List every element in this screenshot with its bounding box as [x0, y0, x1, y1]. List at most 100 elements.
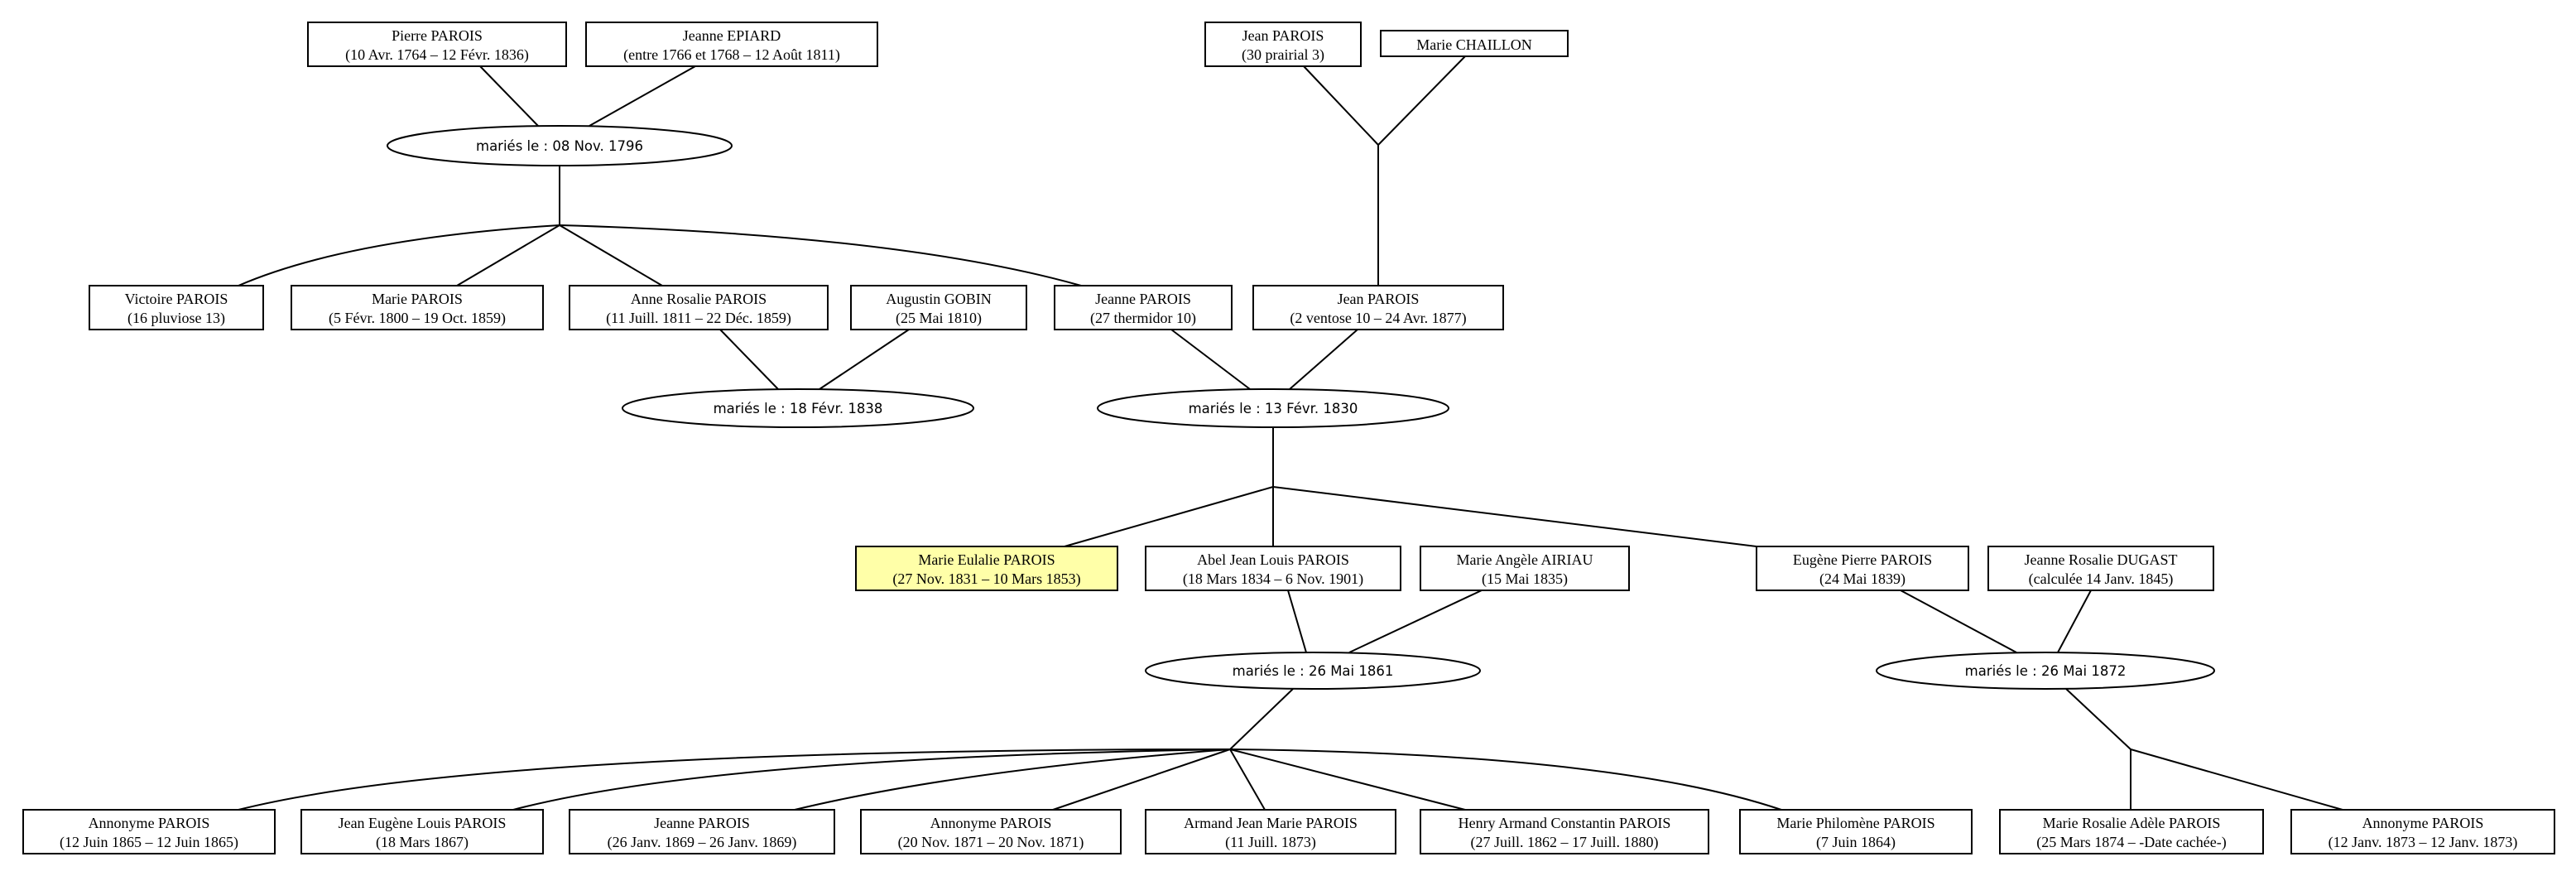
person-dates: (calculée 14 Janv. 1845): [2029, 570, 2174, 588]
edge: [2057, 590, 2092, 653]
person-name: Jean PAROIS: [1338, 291, 1420, 307]
person-card-jeanne-epiard: Jeanne EPIARD (entre 1766 et 1768 – 12 A…: [585, 22, 878, 67]
person-card-victoire-parois: Victoire PAROIS (16 pluviose 13): [89, 285, 264, 330]
person-dates: (30 prairial 3): [1242, 46, 1324, 64]
marriage-label: mariés le : 26 Mai 1861: [1233, 663, 1394, 679]
edge: [559, 224, 1082, 286]
person-name: Jean PAROIS: [1242, 27, 1324, 44]
person-card-augustin-gobin: Augustin GOBIN (25 Mai 1810): [850, 285, 1027, 330]
person-card-jeanne-parois: Jeanne PAROIS (27 thermidor 10): [1054, 285, 1233, 330]
person-name: Marie Eulalie PAROIS: [918, 551, 1055, 568]
marriage-label: mariés le : 18 Févr. 1838: [714, 401, 883, 416]
edge: [2130, 748, 2343, 811]
edge: [1229, 748, 1782, 811]
person-name: Jeanne EPIARD: [683, 27, 781, 44]
edge: [1289, 329, 1358, 390]
edge: [1229, 748, 1266, 811]
person-dates: (18 Mars 1867): [376, 834, 469, 851]
edge: [1064, 486, 1274, 547]
edge: [238, 224, 560, 286]
person-dates: (5 Févr. 1800 – 19 Oct. 1859): [329, 310, 506, 327]
person-name: Marie Rosalie Adèle PAROIS: [2043, 815, 2221, 831]
person-card-marie-philomene-parois: Marie Philomène PAROIS (7 Juin 1864): [1739, 809, 1973, 854]
edge: [1303, 65, 1379, 146]
person-name: Annonyme PAROIS: [930, 815, 1052, 831]
person-card-armand-jean-marie-parois: Armand Jean Marie PAROIS (11 Juill. 1873…: [1145, 809, 1396, 854]
person-card-henry-armand-constantin-parois: Henry Armand Constantin PAROIS (27 Juill…: [1420, 809, 1709, 854]
edge: [559, 224, 663, 286]
person-card-eugene-pierre-parois: Eugène Pierre PAROIS (24 Mai 1839): [1756, 546, 1969, 591]
edge: [238, 748, 1231, 811]
person-card-marie-eulalie-parois: Marie Eulalie PAROIS (27 Nov. 1831 – 10 …: [855, 546, 1118, 591]
edge: [1377, 55, 1466, 146]
marriage-node-1872: mariés le : 26 Mai 1872: [1876, 652, 2215, 690]
person-dates: (11 Juill. 1811 – 22 Déc. 1859): [606, 310, 791, 327]
edge: [1272, 486, 1757, 547]
person-dates: (27 Juill. 1862 – 17 Juill. 1880): [1470, 834, 1658, 851]
person-card-marie-angele-airiau: Marie Angèle AIRIAU (15 Mai 1835): [1420, 546, 1630, 591]
person-name: Marie CHAILLON: [1416, 36, 1531, 53]
person-card-marie-parois: Marie PAROIS (5 Févr. 1800 – 19 Oct. 185…: [291, 285, 544, 330]
person-dates: (25 Mai 1810): [896, 310, 982, 327]
person-dates: (2 ventose 10 – 24 Avr. 1877): [1290, 310, 1466, 327]
marriage-label: mariés le : 08 Nov. 1796: [476, 138, 643, 154]
person-card-marie-rosalie-adele-parois: Marie Rosalie Adèle PAROIS (25 Mars 1874…: [1999, 809, 2264, 854]
person-dates: (11 Juill. 1873): [1225, 834, 1316, 851]
person-dates: (25 Mars 1874 – -Date cachée-): [2036, 834, 2226, 851]
person-dates: (7 Juin 1864): [1816, 834, 1896, 851]
person-dates: (20 Nov. 1871 – 20 Nov. 1871): [898, 834, 1084, 851]
person-dates: (27 thermidor 10): [1090, 310, 1196, 327]
person-name: Jeanne PAROIS: [1095, 291, 1191, 307]
person-dates: (16 pluviose 13): [127, 310, 225, 327]
edge: [512, 748, 1231, 811]
edge: [1229, 748, 1466, 811]
person-card-anne-rosalie-parois: Anne Rosalie PAROIS (11 Juill. 1811 – 22…: [569, 285, 829, 330]
person-card-jean-eugene-louis-parois: Jean Eugène Louis PAROIS (18 Mars 1867): [300, 809, 544, 854]
person-name: Jeanne PAROIS: [654, 815, 750, 831]
person-name: Anne Rosalie PAROIS: [631, 291, 767, 307]
person-card-jean-parois-jr: Jean PAROIS (2 ventose 10 – 24 Avr. 1877…: [1252, 285, 1504, 330]
person-dates: (12 Janv. 1873 – 12 Janv. 1873): [2328, 834, 2518, 851]
edge: [1900, 590, 2017, 653]
person-name: Marie Angèle AIRIAU: [1457, 551, 1593, 568]
edge: [794, 748, 1231, 811]
person-card-jean-parois-sr: Jean PAROIS (30 prairial 3): [1204, 22, 1362, 67]
person-card-pierre-parois: Pierre PAROIS (10 Avr. 1764 – 12 Févr. 1…: [307, 22, 567, 67]
marriage-label: mariés le : 26 Mai 1872: [1965, 663, 2127, 679]
person-card-marie-chaillon: Marie CHAILLON: [1380, 30, 1569, 57]
person-dates: (10 Avr. 1764 – 12 Févr. 1836): [345, 46, 529, 64]
edge: [1348, 590, 1483, 653]
person-card-annonyme-parois-1865: Annonyme PAROIS (12 Juin 1865 – 12 Juin …: [22, 809, 276, 854]
person-name: Armand Jean Marie PAROIS: [1184, 815, 1358, 831]
person-dates: (12 Juin 1865 – 12 Juin 1865): [60, 834, 238, 851]
edge: [1287, 590, 1307, 653]
person-name: Augustin GOBIN: [886, 291, 992, 307]
person-name: Pierre PAROIS: [392, 27, 483, 44]
person-card-jeanne-rosalie-dugast: Jeanne Rosalie DUGAST (calculée 14 Janv.…: [1987, 546, 2214, 591]
person-dates: (26 Janv. 1869 – 26 Janv. 1869): [608, 834, 797, 851]
person-dates: (24 Mai 1839): [1819, 570, 1906, 588]
person-dates: (27 Nov. 1831 – 10 Mars 1853): [892, 570, 1080, 588]
person-name: Victoire PAROIS: [125, 291, 228, 307]
edge: [1229, 688, 1294, 750]
person-name: Abel Jean Louis PAROIS: [1197, 551, 1349, 568]
person-name: Annonyme PAROIS: [2362, 815, 2484, 831]
person-name: Annonyme PAROIS: [89, 815, 210, 831]
family-tree-edges: [238, 55, 2343, 811]
marriage-node-1830: mariés le : 13 Févr. 1830: [1097, 388, 1449, 428]
edge: [2065, 688, 2131, 750]
person-dates: (18 Mars 1834 – 6 Nov. 1901): [1183, 570, 1363, 588]
person-card-annonyme-parois-1871: Annonyme PAROIS (20 Nov. 1871 – 20 Nov. …: [860, 809, 1122, 854]
person-name: Henry Armand Constantin PAROIS: [1459, 815, 1671, 831]
edge: [479, 65, 539, 127]
person-name: Marie Philomène PAROIS: [1776, 815, 1934, 831]
person-name: Jeanne Rosalie DUGAST: [2025, 551, 2178, 568]
edge: [589, 65, 696, 127]
person-name: Eugène Pierre PAROIS: [1793, 551, 1932, 568]
person-name: Marie PAROIS: [372, 291, 463, 307]
person-name: Jean Eugène Louis PAROIS: [339, 815, 507, 831]
edge: [719, 329, 779, 390]
person-card-abel-jean-louis-parois: Abel Jean Louis PAROIS (18 Mars 1834 – 6…: [1145, 546, 1401, 591]
marriage-node-1838: mariés le : 18 Févr. 1838: [622, 388, 974, 428]
